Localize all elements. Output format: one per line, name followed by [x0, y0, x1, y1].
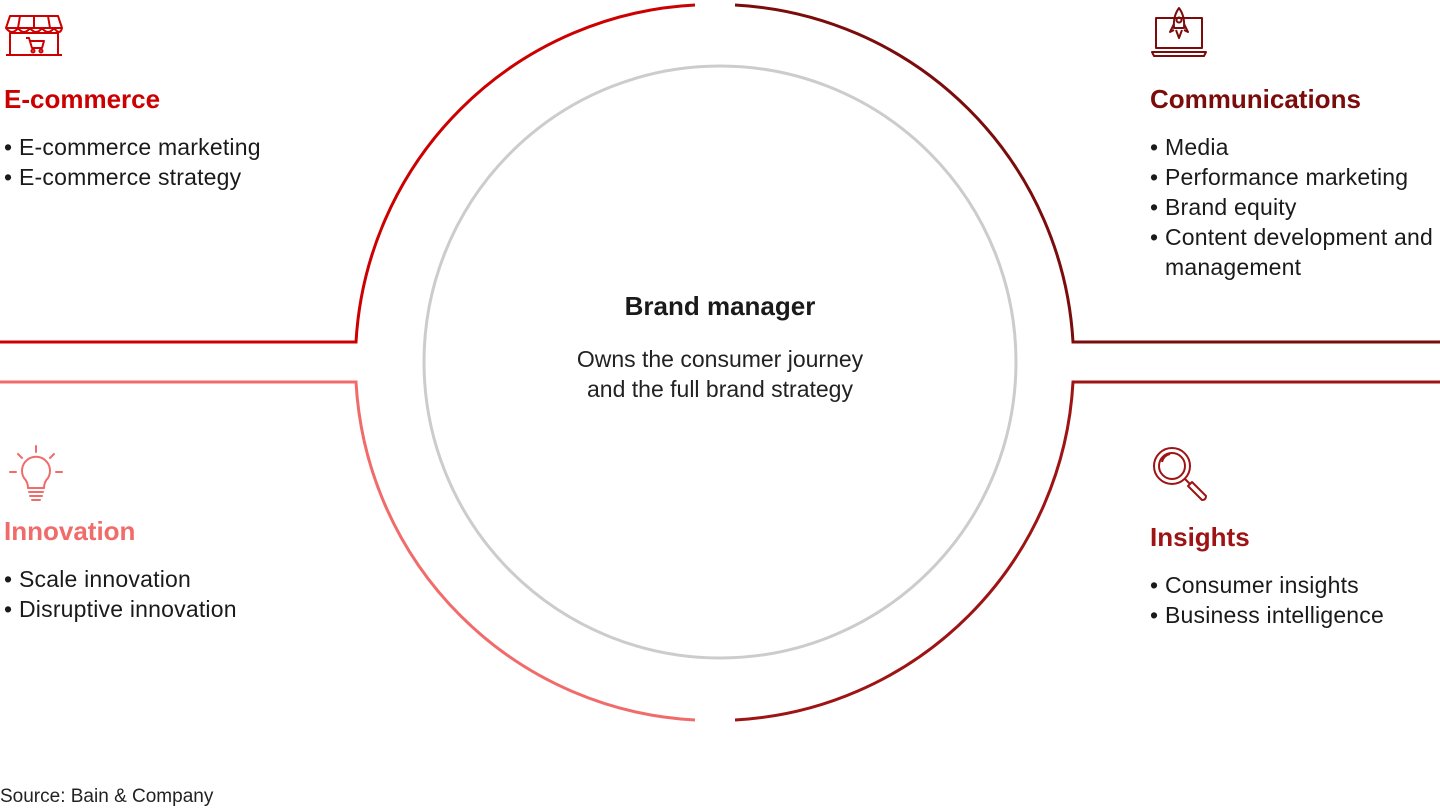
item-list: Media Performance marketing Brand equity… [1150, 132, 1440, 282]
list-item: Media [1150, 132, 1440, 162]
quadrant-title: Insights [1150, 522, 1250, 552]
center-label: Brand manager Owns the consumer journey … [560, 290, 880, 404]
list-item: E-commerce strategy [4, 162, 261, 192]
list-item: Scale innovation [4, 564, 237, 594]
source-note: Source: Bain & Company [0, 786, 214, 807]
list-item: Business intelligence [1150, 600, 1384, 630]
quadrant-title: Communications [1150, 84, 1361, 114]
laptop-rocket-icon [1151, 7, 1207, 57]
list-item: Performance marketing [1150, 162, 1440, 192]
lightbulb-icon [9, 445, 63, 501]
quadrant-title: E-commerce [4, 84, 161, 114]
center-title: Brand manager [624, 291, 816, 321]
quadrant-insights: Insights Consumer insights Business inte… [1150, 444, 1384, 630]
list-item: E-commerce marketing [4, 132, 261, 162]
center-description: Owns the consumer journey and the full b… [576, 346, 864, 402]
arc-ecommerce [0, 3, 696, 344]
arc-insights [734, 380, 1440, 722]
item-list: Consumer insights Business intelligence [1150, 570, 1384, 630]
item-list: Scale innovation Disruptive innovation [4, 564, 237, 624]
inner-circle [422, 64, 1018, 660]
list-item: Brand equity [1150, 192, 1440, 222]
quadrant-innovation: Innovation Scale innovation Disruptive i… [4, 444, 237, 624]
item-list: E-commerce marketing E-commerce strategy [4, 132, 261, 192]
list-item: Consumer insights [1150, 570, 1384, 600]
quadrant-ecommerce: E-commerce E-commerce marketing E-commer… [4, 6, 261, 192]
magnifying-glass-icon [1153, 447, 1207, 501]
arc-innovation [0, 380, 696, 722]
list-item: Disruptive innovation [4, 594, 237, 624]
arc-communications [734, 3, 1440, 344]
list-item: Content development and management [1150, 222, 1435, 282]
storefront-cart-icon [5, 15, 63, 56]
quadrant-title: Innovation [4, 516, 136, 546]
quadrant-communications: Communications Media Performance marketi… [1150, 6, 1440, 282]
